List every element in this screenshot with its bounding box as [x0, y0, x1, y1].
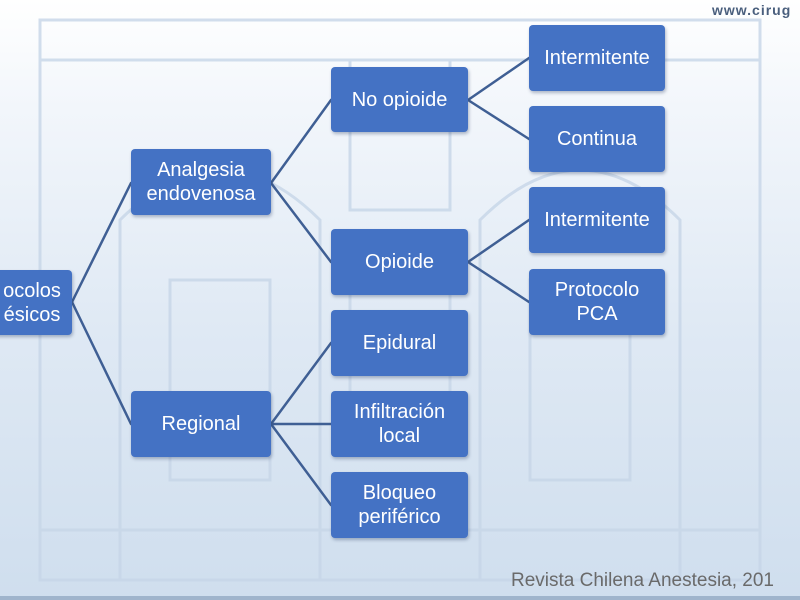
node-root: ocolos ésicos [0, 270, 72, 335]
node-analgesia-endovenosa: Analgesia endovenosa [131, 149, 271, 215]
edge-regional-block [269, 422, 333, 507]
node-intermitente-1: Intermitente [529, 25, 665, 91]
node-opioide: Opioide [331, 229, 468, 295]
edge-opioid-pca [466, 260, 531, 304]
node-infiltracion-local: Infiltración local [331, 391, 468, 457]
node-bloqueo-periferico: Bloqueo periférico [331, 472, 468, 538]
edge-noopioid-intermittent [466, 56, 531, 102]
website-url: www.cirug [712, 2, 792, 18]
bottom-border [0, 596, 800, 600]
node-epidural: Epidural [331, 310, 468, 376]
edge-root-regional [70, 300, 133, 426]
citation-text: Revista Chilena Anestesia, 201 [511, 570, 774, 591]
edge-iv-opioid [269, 181, 333, 264]
edge-regional-epidural [269, 341, 333, 426]
edge-root-iv [70, 181, 133, 304]
node-protocolo-pca: Protocolo PCA [529, 269, 665, 335]
node-no-opioide: No opioide [331, 67, 468, 132]
node-intermitente-2: Intermitente [529, 187, 665, 253]
node-regional: Regional [131, 391, 271, 457]
edge-noopioid-continuous [466, 98, 531, 141]
edge-opioid-intermittent [466, 218, 531, 264]
node-continua: Continua [529, 106, 665, 172]
edge-iv-noopioid [269, 98, 333, 185]
